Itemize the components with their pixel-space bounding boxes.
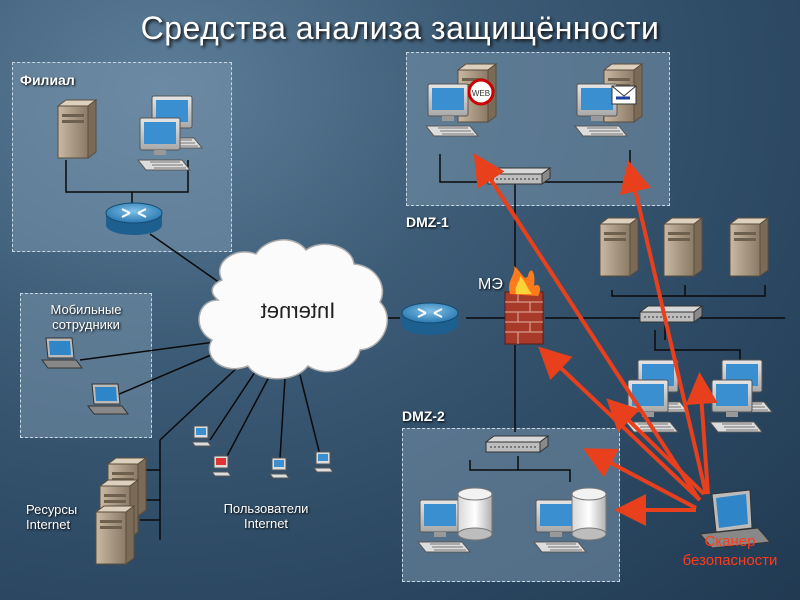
mobile-zone bbox=[20, 293, 152, 438]
user-workstation-alert bbox=[216, 458, 226, 465]
right-server-icon-3 bbox=[729, 217, 769, 277]
branch-label: Филиал bbox=[20, 72, 75, 88]
resource-server-icon-3 bbox=[95, 505, 135, 565]
dmz1-switch-icon bbox=[487, 167, 551, 185]
scan-arrows bbox=[473, 153, 718, 526]
core-router-icon bbox=[401, 302, 459, 336]
internet-cloud-icon bbox=[198, 239, 389, 380]
branch-router-icon bbox=[105, 202, 163, 236]
firewall-icon bbox=[504, 266, 544, 345]
page-title: Средства анализа защищённости bbox=[140, 10, 660, 46]
internet-cloud-label: Internet bbox=[260, 298, 336, 323]
branch-server-icon bbox=[57, 99, 97, 159]
dmz1-label: DMZ-1 bbox=[406, 214, 449, 230]
dmz2-label: DMZ-2 bbox=[402, 408, 445, 424]
connection-lines bbox=[65, 150, 785, 540]
dmz2-switch-icon bbox=[485, 435, 549, 453]
user-workstation-icon-1 bbox=[191, 425, 212, 447]
core-switch-icon bbox=[639, 305, 703, 323]
right-server-icon-2 bbox=[663, 217, 703, 277]
users-label: Пользователи Internet bbox=[223, 501, 309, 531]
mobile-laptop-icon-1 bbox=[41, 337, 83, 369]
scanner-laptop-icon bbox=[698, 489, 772, 549]
right-server-icon-1 bbox=[599, 217, 639, 277]
resources-label: Ресурсы Internet bbox=[26, 502, 78, 532]
firewall-label: МЭ bbox=[478, 276, 503, 293]
database-icon-1 bbox=[457, 487, 493, 541]
user-workstation-icon-3 bbox=[269, 457, 290, 479]
web-icon bbox=[467, 78, 495, 106]
user-workstation-icon-4 bbox=[313, 451, 334, 473]
database-icon-2 bbox=[571, 487, 607, 541]
scanner-label: Сканер безопасности bbox=[682, 533, 778, 569]
mobile-laptop-icon-2 bbox=[87, 383, 129, 415]
web-icon-text: WEB bbox=[472, 89, 490, 98]
mobile-label: Мобильные сотрудники bbox=[50, 302, 122, 332]
